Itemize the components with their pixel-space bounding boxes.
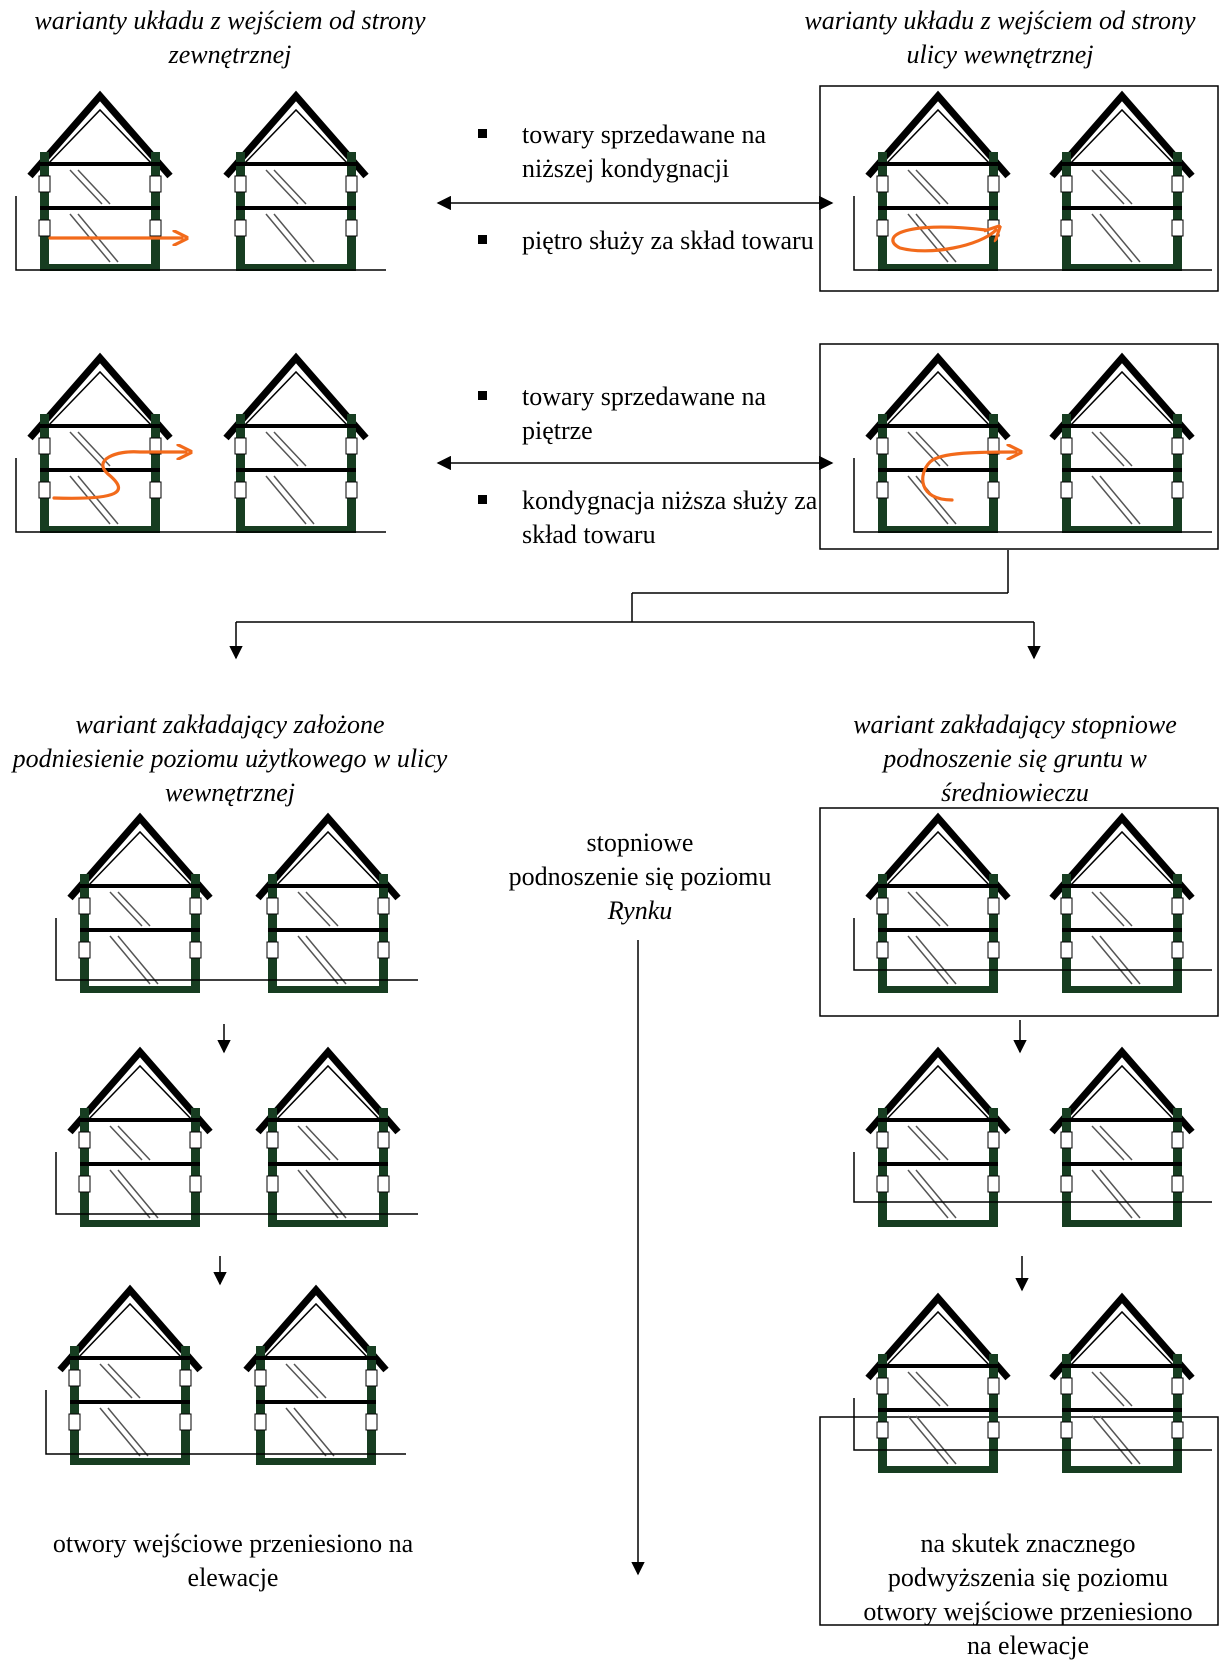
row1-left-house-right bbox=[223, 90, 369, 271]
gradual-stage2-house-right bbox=[1049, 1046, 1195, 1227]
row2-bullet-2: kondygnacja niższa służy za skład towaru bbox=[478, 484, 822, 552]
planned-stage2-house-left bbox=[67, 1046, 213, 1227]
left-caption: otwory wejściowe przeniesiono na elewacj… bbox=[52, 1529, 414, 1592]
planned-stage3-ground-line bbox=[45, 1390, 406, 1455]
planned-stage3-house-left bbox=[57, 1284, 203, 1465]
flow-arrow-row2-right bbox=[921, 452, 1016, 502]
row1-bullet-2: piętro służy za skład towaru bbox=[478, 224, 822, 258]
row1-right-house-left bbox=[865, 90, 1011, 271]
heading-planned-raise: wariant zakładający założone podniesieni… bbox=[12, 710, 448, 807]
bullet-square-icon bbox=[478, 391, 487, 400]
row1-right-ground-line bbox=[853, 196, 1212, 271]
gradual-stage3-house-right bbox=[1049, 1292, 1195, 1473]
planned-stage1-house-left bbox=[67, 812, 213, 993]
row2-left-house-right bbox=[223, 352, 369, 533]
flow-arrow-row1-right bbox=[891, 227, 996, 253]
bullet-square-icon bbox=[478, 235, 487, 244]
gradual-stage1-house-right bbox=[1049, 812, 1195, 993]
row1-bullet-1-text: towary sprzedawane na niższej kondygnacj… bbox=[522, 120, 766, 183]
bullet-square-icon bbox=[478, 495, 487, 504]
row1-right-house-right bbox=[1049, 90, 1195, 271]
branch-connector bbox=[229, 550, 1041, 660]
center-label: stopniowe podnoszenie się poziomu Rynku bbox=[470, 826, 810, 928]
row2-right-house-right bbox=[1049, 352, 1195, 533]
planned-stage1-ground-line bbox=[55, 918, 418, 981]
row2-bullet-2-text: kondygnacja niższa służy za skład towaru bbox=[522, 486, 818, 549]
center-label-line2: podnoszenie się poziomu bbox=[508, 862, 772, 891]
frame-gradual-1 bbox=[819, 807, 1219, 1017]
gradual-stage2-house-left bbox=[865, 1046, 1011, 1227]
center-label-line1: stopniowe bbox=[586, 828, 694, 857]
row2-left-house-left bbox=[27, 352, 173, 533]
frame-gradual-3 bbox=[819, 1416, 1219, 1626]
row2-left-ground-line bbox=[15, 458, 386, 533]
flow-arrow-row2-left bbox=[52, 452, 186, 500]
gradual-stage3-ground-line bbox=[853, 1398, 1212, 1451]
frame-row1-right bbox=[819, 85, 1219, 292]
right-caption: na skutek znacznego podwyższenia się poz… bbox=[863, 1529, 1193, 1660]
row2-bullet-1: towary sprzedawane na piętrze bbox=[478, 380, 822, 448]
bullet-square-icon bbox=[478, 129, 487, 138]
row1-bullet-2-text: piętro służy za skład towaru bbox=[522, 226, 814, 255]
gradual-stage1-house-left bbox=[865, 812, 1011, 993]
planned-stage1-house-right bbox=[255, 812, 401, 993]
row1-left-house-left bbox=[27, 90, 173, 271]
frame-row2-right bbox=[819, 343, 1219, 550]
heading-outer-entrance: warianty układu z wejściem od strony zew… bbox=[34, 6, 426, 69]
gradual-stage2-ground-line bbox=[853, 1152, 1212, 1203]
heading-gradual-ground-rise: wariant zakładający stopniowe podnoszeni… bbox=[853, 710, 1177, 807]
row1-left-ground-line bbox=[15, 196, 386, 271]
gradual-stage1-ground-line bbox=[853, 918, 1212, 971]
gradual-stage3-house-left bbox=[865, 1292, 1011, 1473]
center-label-line3: Rynku bbox=[607, 896, 673, 925]
row2-right-house-left bbox=[865, 352, 1011, 533]
planned-stage3-house-right bbox=[243, 1284, 389, 1465]
planned-stage2-ground-line bbox=[55, 1152, 418, 1215]
heading-inner-street-entrance: warianty układu z wejściem od strony uli… bbox=[804, 6, 1196, 69]
row1-bullet-1: towary sprzedawane na niższej kondygnacj… bbox=[478, 118, 822, 186]
row2-right-ground-line bbox=[853, 458, 1212, 533]
planned-stage2-house-right bbox=[255, 1046, 401, 1227]
row2-bullet-1-text: towary sprzedawane na piętrze bbox=[522, 382, 766, 445]
